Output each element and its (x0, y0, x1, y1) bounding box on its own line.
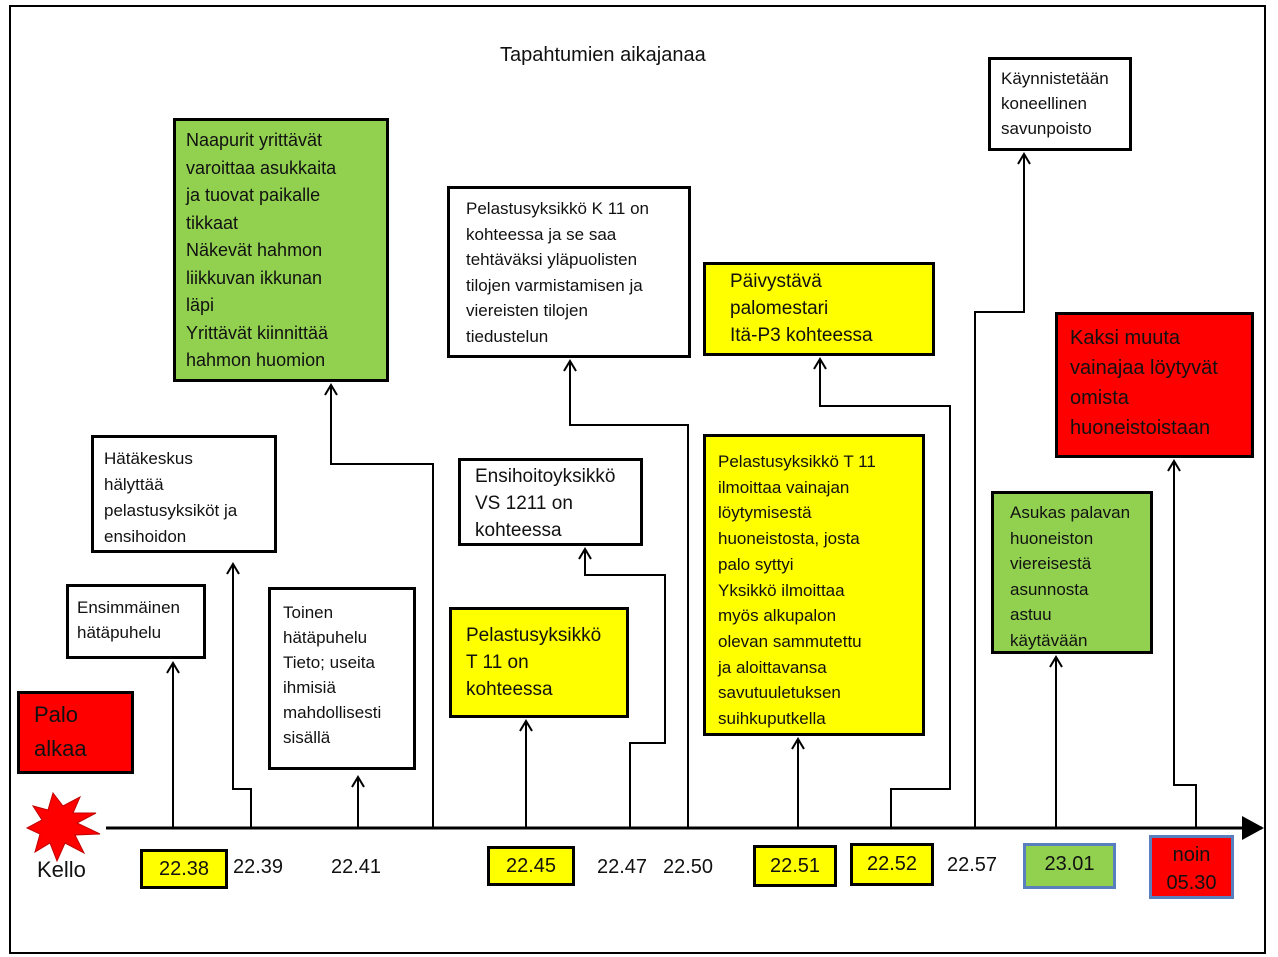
connector-duty-chief (813, 357, 951, 828)
time-2238: 22.38 (140, 849, 228, 889)
time-2247: 22.47 (597, 856, 648, 878)
event-smoke-removal: Käynnistetään koneellinen savunpoisto (988, 57, 1132, 151)
clock-label: Kello (37, 857, 86, 882)
time-2301: 23.01 (1023, 843, 1116, 889)
time-2245: 22.45 (487, 846, 575, 886)
connector-two-more (1167, 459, 1197, 828)
event-t11-on-site: Pelastusyksikkö T 11 on kohteessa (449, 607, 629, 718)
event-first-call: Ensimmäinen hätäpuhelu (66, 584, 206, 659)
connector-k11 (563, 359, 689, 828)
event-neighbours: Naapurit yrittävät varoittaa asukkaita j… (173, 118, 389, 382)
event-k11: Pelastusyksikkö K 11 on kohteessa ja se … (447, 186, 691, 358)
connector-smoke-removal (974, 152, 1031, 828)
event-two-more: Kaksi muuta vainajaa löytyvät omista huo… (1055, 312, 1254, 458)
time-2250: 22.50 (663, 856, 714, 878)
event-t11-report: Pelastusyksikkö T 11 ilmoittaa vainajan … (703, 434, 925, 736)
event-second-call: Toinen hätäpuhelu Tieto; useita ihmisiä … (268, 587, 416, 770)
connector-vs1211 (578, 547, 666, 828)
event-resident: Asukas palavan huoneiston viereisestä as… (991, 491, 1153, 654)
time-2257: 22.57 (947, 854, 998, 876)
connector-neighbours (324, 383, 434, 828)
time-2239: 22.39 (233, 856, 284, 878)
time-0530: noin 05.30 (1149, 835, 1234, 899)
diagram-title: Tapahtumien aikajanaa (500, 44, 706, 66)
diagram-frame (9, 5, 1266, 954)
event-dispatch: Hätäkeskus hälyttää pelastusyksiköt ja e… (91, 435, 277, 553)
fire-burst-icon (25, 791, 101, 863)
time-2251: 22.51 (753, 845, 837, 887)
connector-dispatch (226, 562, 252, 828)
time-2241: 22.41 (331, 856, 382, 878)
time-2252: 22.52 (850, 843, 934, 886)
event-duty-chief: Päivystävä palomestari Itä-P3 kohteessa (703, 262, 935, 356)
fire-start-box: Palo alkaa (17, 691, 134, 774)
event-vs1211: Ensihoitoyksikkö VS 1211 on kohteessa (458, 458, 643, 546)
